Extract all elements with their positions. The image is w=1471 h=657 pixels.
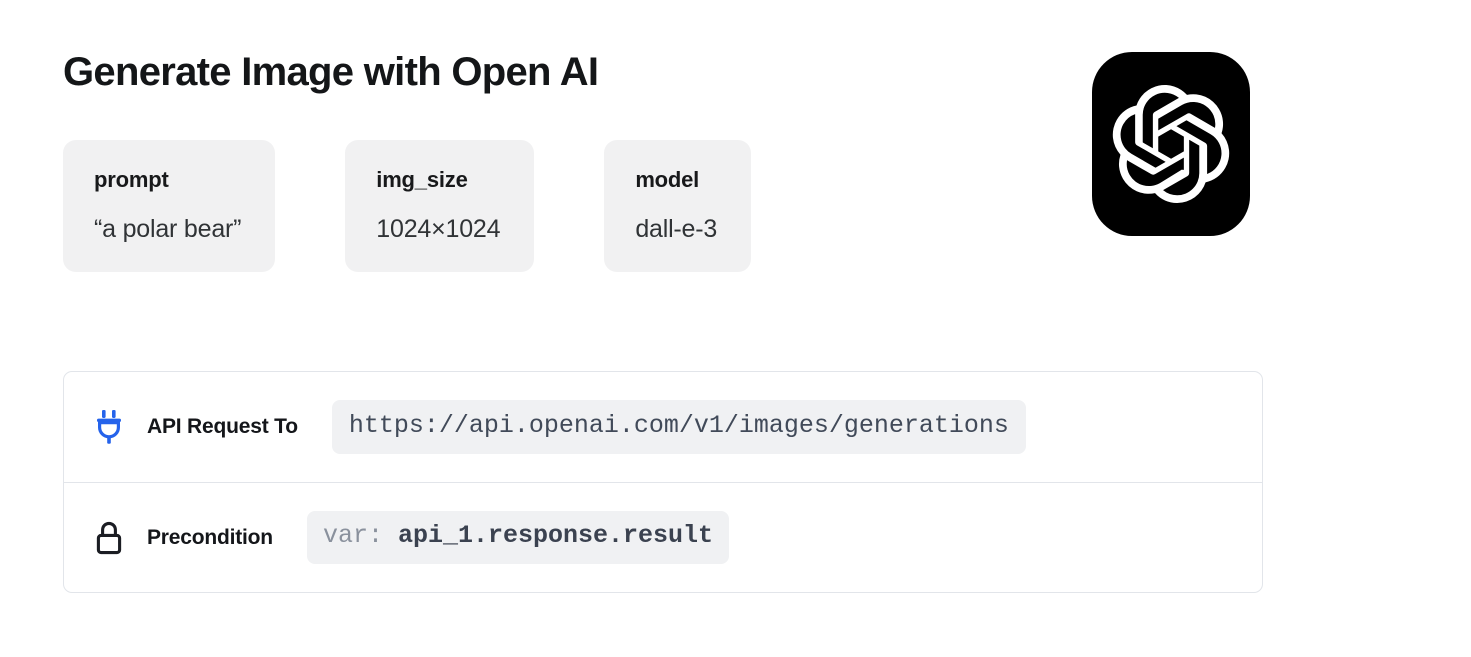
parameter-card-list: prompt “a polar bear” img_size 1024×1024… xyxy=(63,140,752,272)
openai-logo xyxy=(1092,52,1250,236)
parameter-card-prompt: prompt “a polar bear” xyxy=(63,140,276,272)
row-label: Precondition xyxy=(147,525,273,549)
table-row-precondition: Precondition var: api_1.response.result xyxy=(64,482,1262,592)
plug-icon xyxy=(93,404,135,450)
precondition-variable: api_1.response.result xyxy=(397,521,714,551)
parameter-value: dall-e-3 xyxy=(635,215,718,243)
parameter-key: img_size xyxy=(376,167,468,192)
parameter-key: model xyxy=(635,167,700,192)
precondition-value[interactable]: var: api_1.response.result xyxy=(306,511,730,564)
row-label: API Request To xyxy=(147,415,298,438)
lock-icon xyxy=(93,515,135,561)
table-row-api-request: API Request To https://api.openai.com/v1… xyxy=(64,372,1262,482)
api-endpoint-value[interactable]: https://api.openai.com/v1/images/generat… xyxy=(331,399,1026,455)
openai-logo-icon xyxy=(1112,85,1230,203)
detail-table: API Request To https://api.openai.com/v1… xyxy=(63,371,1263,593)
precondition-prefix: var: xyxy=(322,521,383,551)
page-title: Generate Image with Open AI xyxy=(63,50,599,94)
parameter-card-model: model dall-e-3 xyxy=(604,140,752,272)
parameter-card-img-size: img_size 1024×1024 xyxy=(345,140,535,272)
parameter-value: “a polar bear” xyxy=(94,215,242,243)
parameter-value: 1024×1024 xyxy=(376,215,501,243)
parameter-key: prompt xyxy=(94,167,169,192)
